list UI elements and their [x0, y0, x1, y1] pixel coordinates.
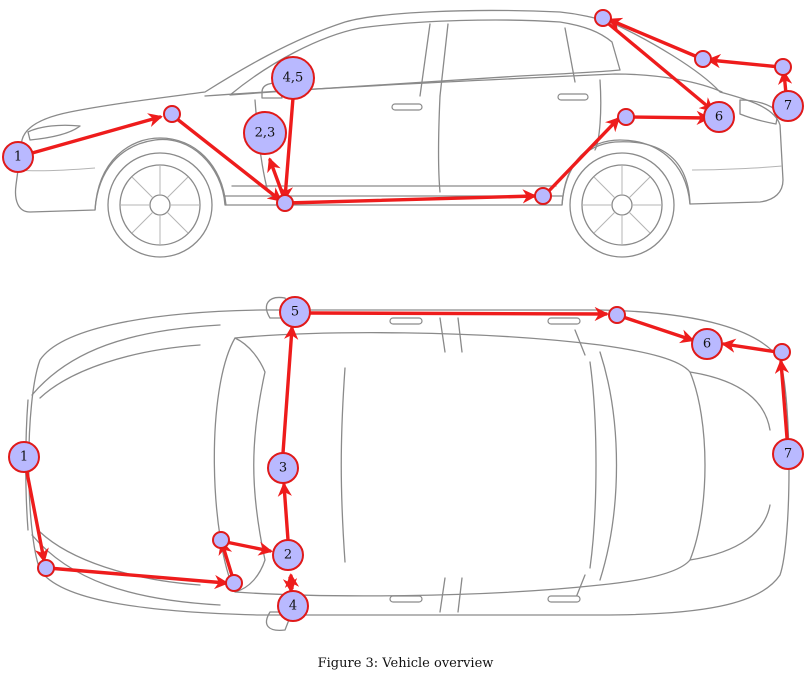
- top-view-car-outline: [25, 296, 790, 631]
- top-label-5-marker: 5: [279, 296, 311, 328]
- side-path-rear-to-trunk: [706, 54, 782, 69]
- top-path-rear-to-6: [618, 314, 695, 344]
- top-path-3-to-5: [281, 325, 299, 455]
- side-path-1-to-front: [16, 113, 163, 159]
- top-label-2-marker: 2: [272, 539, 304, 571]
- top-label-7-marker: 7: [772, 438, 804, 470]
- side-waypoint: [694, 50, 712, 68]
- top-path-2-to-4: [282, 576, 298, 593]
- top-waypoint: [773, 343, 791, 361]
- side-label-6: 6: [715, 110, 723, 125]
- top-label-6-marker: 6: [691, 328, 723, 360]
- top-path-5-to-rear: [308, 306, 609, 322]
- top-path-mirror-to-2: [224, 540, 273, 556]
- side-label-45-marker: 4,5: [271, 56, 315, 100]
- side-path-rocker-to-rear-rocker: [285, 189, 537, 205]
- side-view-waypoints: [163, 9, 792, 212]
- top-path-2-to-3: [277, 482, 292, 542]
- top-waypoint: [225, 574, 243, 592]
- side-waypoint: [774, 58, 792, 76]
- top-label-4-marker: 4: [277, 590, 309, 622]
- top-path-1-to-front: [22, 455, 49, 563]
- top-waypoint: [37, 559, 55, 577]
- top-path-7-to-corner: [774, 359, 790, 440]
- side-view-car-outline: [14, 9, 784, 258]
- side-label-23-marker: 2,3: [243, 111, 287, 155]
- top-label-3: 3: [279, 461, 287, 476]
- top-path-corner-to-6: [721, 338, 779, 354]
- top-view-labels: 1 2 3 4 5 6 7: [8, 296, 804, 622]
- side-waypoint: [534, 187, 552, 205]
- side-label-7-marker: 7: [772, 90, 804, 122]
- top-label-1: 1: [20, 450, 28, 465]
- side-path-rear-rocker-to-fender: [542, 116, 620, 198]
- top-path-front-to-fender: [46, 566, 229, 590]
- top-label-4: 4: [289, 599, 297, 614]
- side-path-45-to-rocker: [278, 96, 295, 201]
- top-label-1-marker: 1: [8, 441, 40, 473]
- side-waypoint: [617, 108, 635, 126]
- top-view-waypoints: [37, 306, 791, 592]
- top-waypoint: [608, 306, 626, 324]
- side-waypoint: [594, 9, 612, 27]
- side-view-route: [16, 17, 793, 205]
- top-label-7: 7: [784, 447, 792, 462]
- side-waypoint: [163, 105, 181, 123]
- side-label-2-3: 2,3: [255, 126, 276, 141]
- top-label-2: 2: [284, 548, 292, 563]
- side-label-1-marker: 1: [2, 141, 34, 173]
- side-path-roof-to-6: [602, 18, 715, 112]
- side-label-7: 7: [784, 99, 792, 114]
- top-label-3-marker: 3: [267, 452, 299, 484]
- side-path-front-to-rocker: [170, 113, 283, 202]
- side-path-fender-to-6: [625, 110, 711, 125]
- figure-caption: Figure 3: Vehicle overview: [317, 656, 494, 671]
- side-view-labels: 1 2,3 4,5 6 7: [2, 56, 804, 173]
- side-label-6-marker: 6: [703, 101, 735, 133]
- top-label-5: 5: [291, 305, 299, 320]
- side-label-1: 1: [14, 150, 22, 165]
- top-waypoint: [212, 531, 230, 549]
- side-path-trunk-to-roof: [607, 17, 702, 60]
- top-view-route: [22, 306, 790, 593]
- side-label-4-5: 4,5: [283, 71, 304, 86]
- top-label-6: 6: [703, 337, 711, 352]
- side-waypoint: [276, 194, 294, 212]
